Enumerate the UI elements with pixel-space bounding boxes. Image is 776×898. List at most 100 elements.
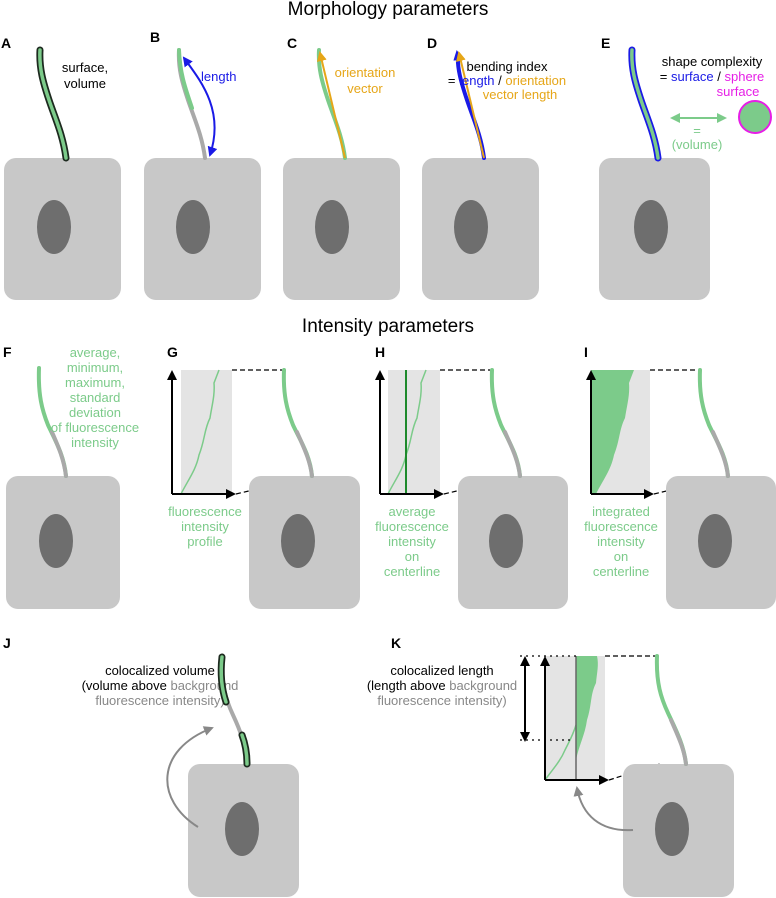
text-part: (volume above bbox=[82, 678, 167, 693]
panel-c: C orientation vector bbox=[283, 35, 400, 300]
colocalized-length-line2: (length above background bbox=[367, 678, 517, 693]
surface-term: surface bbox=[671, 69, 714, 84]
profile-background bbox=[181, 370, 232, 494]
colocalized-volume-line2: (volume above background bbox=[82, 678, 239, 693]
bending-formula: = length / orientation bbox=[448, 73, 566, 88]
panel-j: J colocalized volume (volume above backg… bbox=[3, 635, 299, 897]
panel-k: K colocalized length (length above backg… bbox=[367, 635, 734, 897]
text-part: (length above bbox=[367, 678, 446, 693]
average-label-line: intensity bbox=[388, 534, 436, 549]
panel-g-label: G bbox=[167, 344, 178, 360]
curved-arrow bbox=[166, 726, 214, 828]
profile-label-line: profile bbox=[187, 534, 222, 549]
slash: / bbox=[717, 69, 721, 84]
curved-arrow bbox=[573, 786, 634, 832]
background-term: background bbox=[449, 678, 517, 693]
equal-sign: = bbox=[693, 123, 701, 138]
profile-label-line: intensity bbox=[181, 519, 229, 534]
colocalized-segment bbox=[240, 733, 249, 766]
intensity-profile bbox=[544, 724, 577, 781]
above-background-area bbox=[576, 656, 598, 760]
cilium-base bbox=[295, 430, 314, 478]
nucleus bbox=[634, 200, 668, 254]
nucleus bbox=[655, 802, 689, 856]
orientation-term: orientation bbox=[505, 73, 566, 88]
panel-a: A surface, volume bbox=[1, 35, 121, 300]
integrated-label-line: centerline bbox=[593, 564, 649, 579]
colocalized-segment bbox=[219, 655, 228, 704]
nucleus bbox=[281, 514, 315, 568]
intensity-heading: Intensity parameters bbox=[302, 316, 474, 337]
panel-j-label: J bbox=[3, 635, 11, 651]
length-arrowhead bbox=[453, 50, 464, 61]
vector-length-label: vector length bbox=[483, 87, 557, 102]
colocalized-volume-title: colocalized volume bbox=[105, 663, 215, 678]
panel-i: I integrated fluorescence intensity on c… bbox=[584, 344, 776, 609]
panel-c-label: C bbox=[287, 35, 297, 51]
slash: / bbox=[498, 73, 502, 88]
vector-label: vector bbox=[347, 81, 383, 96]
sphere-term: sphere bbox=[724, 69, 764, 84]
nucleus bbox=[37, 200, 71, 254]
average-label-line: on bbox=[405, 549, 419, 564]
cilium bbox=[630, 48, 660, 160]
panel-f: F average, minimum, maximum, standard de… bbox=[3, 344, 139, 609]
panel-k-label: K bbox=[391, 635, 401, 651]
integrated-label-line: integrated bbox=[592, 504, 650, 519]
nucleus bbox=[176, 200, 210, 254]
profile-label-line: fluorescence bbox=[168, 504, 242, 519]
surface-label: surface, bbox=[62, 60, 108, 75]
stat-line: standard bbox=[70, 390, 121, 405]
nucleus bbox=[489, 514, 523, 568]
intensity-profile bbox=[387, 369, 427, 495]
nucleus bbox=[225, 802, 259, 856]
colocalized-length-title: colocalized length bbox=[390, 663, 493, 678]
shape-formula: = surface / sphere bbox=[660, 69, 764, 84]
colocalized-volume-line3: fluorescence intensity) bbox=[95, 693, 224, 708]
panel-b-label: B bbox=[150, 29, 160, 45]
panel-f-label: F bbox=[3, 344, 12, 360]
average-label-line: centerline bbox=[384, 564, 440, 579]
equals: = bbox=[448, 73, 456, 88]
cilium-base bbox=[50, 430, 68, 478]
panel-e: E shape complexity = surface / sphere su… bbox=[599, 35, 772, 300]
profile-background bbox=[388, 370, 440, 494]
morphology-heading: Morphology parameters bbox=[288, 0, 489, 20]
background-term: background bbox=[170, 678, 238, 693]
panel-a-label: A bbox=[1, 35, 11, 51]
integrated-label-line: intensity bbox=[597, 534, 645, 549]
cilium-base bbox=[503, 430, 522, 478]
integrated-area bbox=[591, 370, 634, 494]
orientation-vector-arrow bbox=[455, 51, 485, 159]
colocalized-length-line3: fluorescence intensity) bbox=[377, 693, 506, 708]
volume-label: volume bbox=[64, 76, 106, 91]
stat-line: maximum, bbox=[65, 375, 125, 390]
stat-line: deviation bbox=[69, 405, 121, 420]
length-arrow bbox=[182, 56, 218, 157]
integrated-label-line: fluorescence bbox=[584, 519, 658, 534]
nucleus bbox=[39, 514, 73, 568]
stat-line: average, bbox=[70, 345, 121, 360]
panel-g: G fluorescence intensity profile bbox=[167, 344, 360, 609]
nucleus bbox=[454, 200, 488, 254]
average-label-line: average bbox=[389, 504, 436, 519]
panel-d: D bending index = length / orientation v… bbox=[422, 35, 566, 300]
volume-term: (volume) bbox=[672, 137, 723, 152]
orientation-label: orientation bbox=[335, 65, 396, 80]
intensity-profile bbox=[180, 369, 220, 495]
stat-line: minimum, bbox=[67, 360, 123, 375]
cilium-base bbox=[669, 718, 688, 766]
orientation-vector-arrow bbox=[316, 51, 346, 159]
bending-index-label: bending index bbox=[467, 59, 548, 74]
nucleus bbox=[698, 514, 732, 568]
panel-h-label: H bbox=[375, 344, 385, 360]
length-term: length bbox=[459, 73, 494, 88]
shape-complexity-label: shape complexity bbox=[662, 54, 763, 69]
panel-b: B length bbox=[144, 29, 261, 300]
average-label-line: fluorescence bbox=[375, 519, 449, 534]
stat-line: of fluorescence bbox=[51, 420, 139, 435]
panel-i-label: I bbox=[584, 344, 588, 360]
integrated-label-line: on bbox=[614, 549, 628, 564]
nucleus bbox=[315, 200, 349, 254]
